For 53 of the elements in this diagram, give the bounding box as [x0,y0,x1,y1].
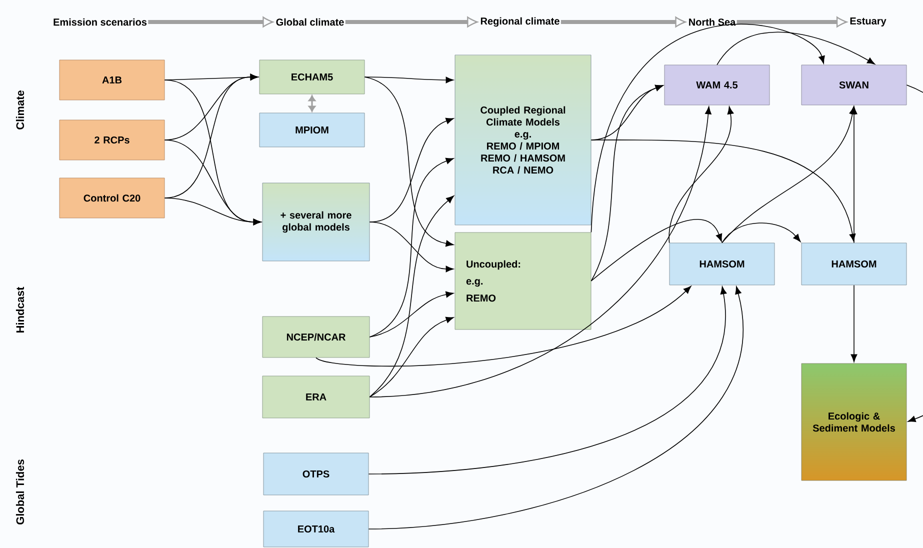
arrow [668,106,734,244]
arrow [364,76,454,247]
stage-heading: Emission scenarios [54,18,147,26]
wave-model-box: WAM 4.5 [664,64,770,106]
model-box: + several more global models [262,182,370,262]
stage-heading: North Sea [689,18,736,26]
stage-heading: Global climate [276,18,344,26]
model-box: HAMSOM [801,242,907,286]
arrow [369,291,454,338]
scenario-box: Control C20 [59,178,165,218]
model-box: Uncoupled: e.g. REMO [454,232,592,330]
scenario-box: A1B [59,60,165,100]
arrow [316,286,692,366]
header-arrow [345,16,478,28]
stage-heading: Regional climate [480,17,560,27]
model-box: Coupled Regional Climate Models e.g. REMO / MPIOM REMO / HAMSOM RCA / NEMO [454,54,592,226]
model-box: OTPS [263,452,369,496]
arrow [850,106,858,244]
arrow [369,158,454,338]
arrow [369,196,454,398]
arrow [716,32,876,66]
model-box: MPIOM [259,112,365,148]
arrow [590,219,722,282]
wave-model-box: SWAN [801,64,907,106]
model-box: ERA [262,376,370,418]
arrow [590,24,825,233]
model-box: EOT10a [263,510,369,548]
model-box: Ecologic & Sediment Models [801,363,907,481]
model-box: ECHAM5 [259,60,365,94]
model-box: NCEP/NCAR [262,316,370,358]
header-arrow [148,16,274,28]
header-arrow [736,16,848,28]
arrow [590,140,856,242]
arrow [369,316,454,398]
arrow [369,222,454,272]
coupling-arrow [308,95,316,112]
arrow [722,222,801,244]
header-arrow [560,16,686,28]
arrow [364,76,454,84]
row-label: Hindcast [16,286,24,332]
row-label: Climate [16,90,24,130]
arrow [722,106,856,244]
arrow [164,198,262,226]
row-label: Global Tides [16,460,24,524]
arrow [590,84,664,282]
model-box: HAMSOM [669,242,775,286]
stage-heading: Estuary [850,18,886,26]
arrow [850,284,858,362]
arrow [369,106,712,398]
arrow [368,286,744,530]
arrow [368,286,727,474]
arrow [906,84,923,422]
scenario-box: 2 RCPs [59,120,165,160]
